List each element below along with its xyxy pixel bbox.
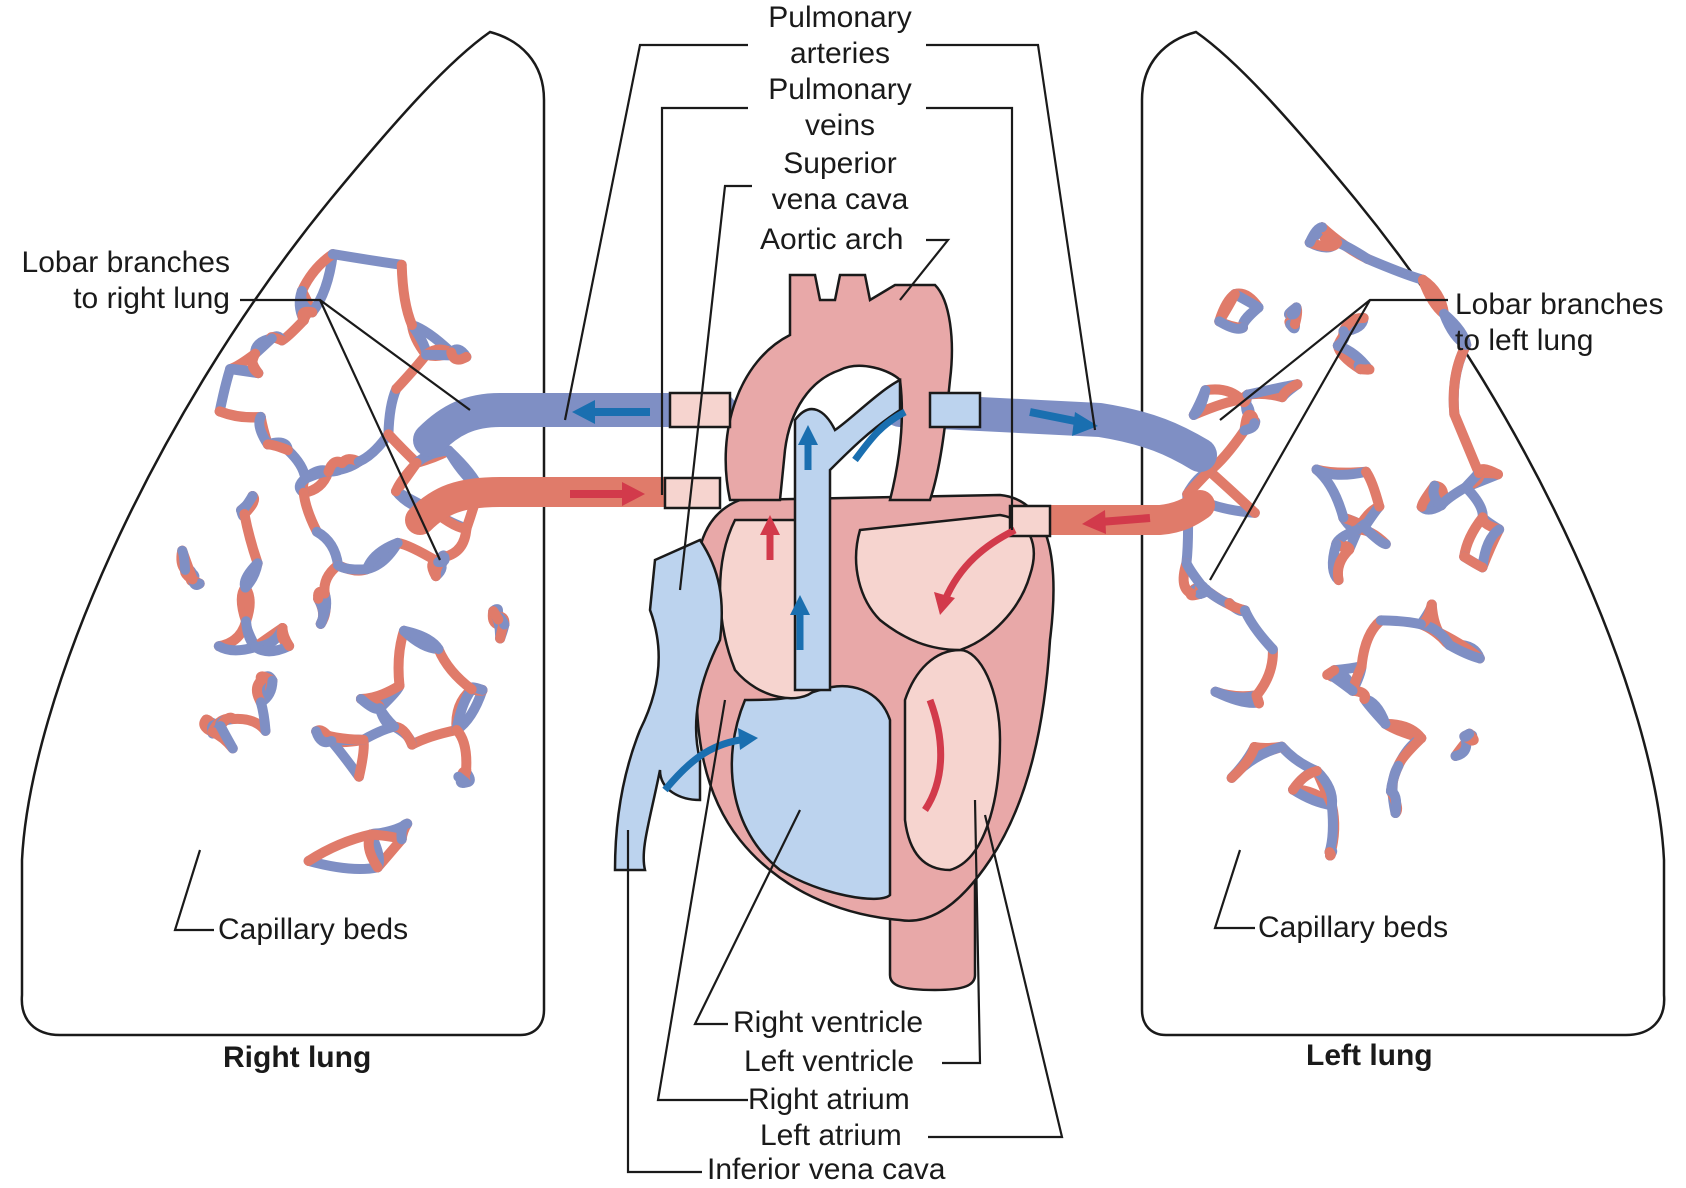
- right-lung-capillary-vessel: [302, 312, 312, 320]
- label-lobar-branches-right: Lobar branches to right lung: [0, 245, 230, 317]
- label-right-atrium: Right atrium: [748, 1082, 910, 1118]
- label-superior-vena-cava: Superior vena cava: [740, 146, 940, 218]
- right-lung-capillary-vessel: [399, 631, 404, 686]
- left-lung-capillary-vessel: [1338, 550, 1349, 580]
- right-lung-capillary-vessel: [457, 730, 467, 772]
- label-right-lung: Right lung: [223, 1040, 371, 1076]
- right-lung-capillary-vessel: [261, 702, 266, 731]
- left-lung-capillary-vessel: [1465, 734, 1469, 737]
- right-lung-capillary-vessel: [493, 611, 498, 619]
- right-lung-capillary-vessel: [333, 254, 402, 265]
- right-lung-capillary-vessel: [282, 628, 289, 646]
- right-ventricle-chamber: [732, 686, 890, 899]
- left-lung-capillary-vessel: [1330, 805, 1333, 852]
- right-lung-capillary-vessel: [220, 411, 261, 417]
- left-lung-capillary-vessel: [1367, 259, 1422, 280]
- right-lung-capillary-vessel: [252, 354, 258, 373]
- right-lung-capillary-vessel: [388, 389, 396, 434]
- right-lung-capillary-vessel: [439, 649, 472, 689]
- right-lung-capillary-vessel: [412, 730, 457, 745]
- label-left-lung: Left lung: [1306, 1038, 1433, 1074]
- left-lung-capillary-vessel: [1215, 692, 1256, 698]
- left-lung-capillary-vessel: [1362, 620, 1381, 666]
- right-lung-capillary-vessel: [221, 726, 233, 748]
- left-lung-capillary-vessel: [1282, 747, 1317, 771]
- label-right-ventricle: Right ventricle: [733, 1005, 923, 1041]
- label-pulmonary-veins: Pulmonary veins: [740, 72, 940, 144]
- right-lung-capillary-vessel: [458, 777, 465, 783]
- right-lung-capillary-vessel: [398, 543, 439, 562]
- label-aortic-arch: Aortic arch: [760, 222, 903, 258]
- right-lung-capillary-vessel: [268, 444, 288, 450]
- aortic-arch-vessel: [726, 275, 952, 500]
- pulmonary-artery-left-stub: [930, 393, 980, 427]
- left-lung-capillary-vessel: [1479, 469, 1498, 474]
- label-left-atrium: Left atrium: [760, 1118, 902, 1154]
- right-lung-capillary-vessel: [245, 588, 249, 622]
- label-capillary-beds-right: Capillary beds: [218, 912, 408, 948]
- left-lung-capillary-vessel: [1291, 307, 1296, 314]
- left-lung-capillary-vessel: [1337, 243, 1367, 259]
- label-lobar-branches-left: Lobar branches to left lung: [1455, 287, 1663, 359]
- label-inferior-vena-cava: Inferior vena cava: [707, 1152, 945, 1188]
- left-lung-capillary-vessel: [1482, 529, 1499, 567]
- right-lung-capillary-vessel: [318, 592, 325, 599]
- left-lung-capillary-vessel: [1466, 487, 1483, 517]
- arrow-red-left: [1100, 518, 1150, 522]
- right-lung-capillary-vessel: [244, 514, 257, 563]
- right-lung-capillary-vessel: [317, 532, 338, 565]
- right-lung-capillary-vessel: [359, 740, 364, 777]
- left-lung-capillary-vessel: [1317, 470, 1367, 475]
- right-lung-capillary-vessel: [401, 824, 407, 840]
- right-lung-capillary-vessel: [309, 835, 371, 861]
- left-lung-outline: [1142, 32, 1664, 1035]
- label-left-ventricle: Left ventricle: [744, 1044, 914, 1080]
- right-lung-capillary-vessel: [402, 265, 412, 325]
- heart: [615, 275, 1053, 990]
- label-pulmonary-arteries: Pulmonary arteries: [740, 0, 940, 72]
- right-lung-capillary-vessel: [304, 493, 317, 532]
- left-lung-capillary-vessel: [1366, 472, 1379, 507]
- left-lung-capillary-vessel: [1330, 852, 1331, 855]
- left-lung-capillary-vessel: [1327, 670, 1334, 675]
- right-lung-capillary-vessel: [182, 551, 185, 570]
- right-lung-capillary-vessel: [288, 450, 305, 479]
- left-lung-capillary-vessel: [1257, 649, 1273, 695]
- left-lung-capillary-vessel: [1381, 620, 1421, 624]
- label-capillary-beds-left: Capillary beds: [1258, 910, 1448, 946]
- right-lung-capillary-vessel: [220, 369, 230, 411]
- left-lung-capillary-vessel: [1245, 610, 1273, 649]
- pulmonary-vein-left-stub: [1010, 506, 1050, 536]
- left-lung-capillary-vessel: [1232, 747, 1255, 778]
- left-lung-capillary-vessel: [1454, 414, 1478, 473]
- right-lung-capillary-vessel: [309, 861, 378, 869]
